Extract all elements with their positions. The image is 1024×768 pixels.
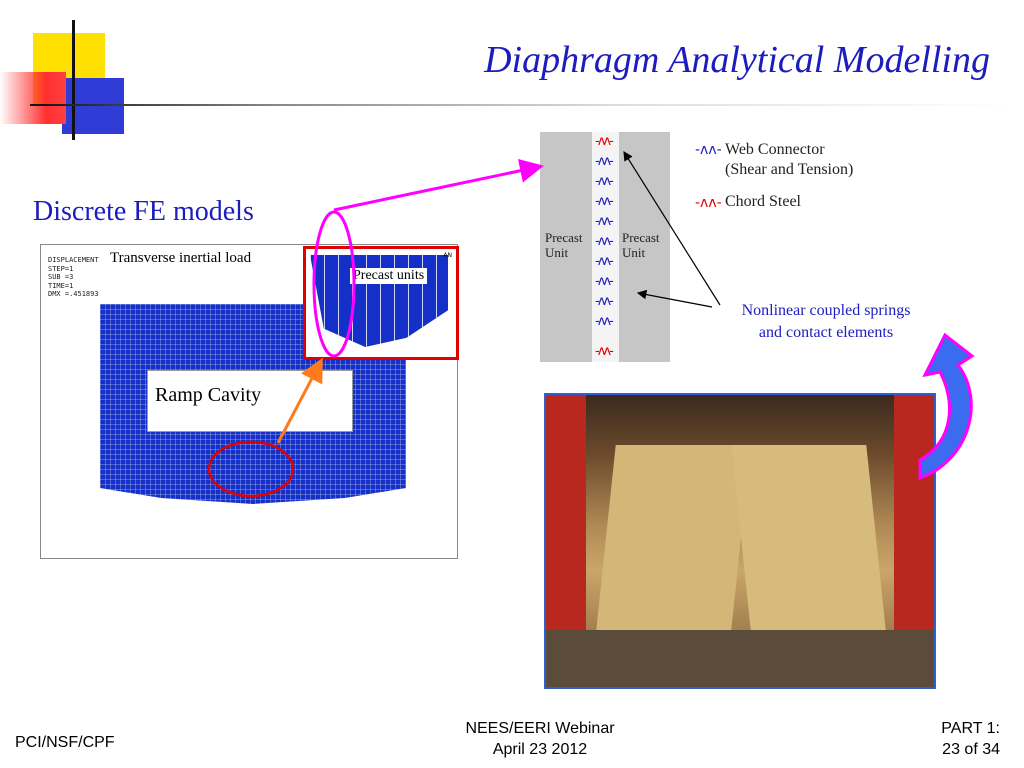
precast-unit-right-line: Precast xyxy=(622,230,660,245)
precast-unit-left-line: Unit xyxy=(545,245,569,260)
chord-steel-spring-icon: -ᴧᴧ- xyxy=(595,344,614,359)
photo-foreground xyxy=(546,630,934,687)
springs-caption-line: and contact elements xyxy=(758,324,894,341)
decor-vertical-line xyxy=(72,20,75,140)
footer-date-line: April 23 2012 xyxy=(492,741,588,758)
fe-meta-line: DISPLACEMENT xyxy=(48,256,99,264)
magenta-highlight-ellipse xyxy=(312,210,356,358)
web-connector-spring-icon: -ᴧᴧ- xyxy=(595,174,614,189)
slide-subtitle: Discrete FE models xyxy=(33,196,254,227)
web-connector-spring-icon: -ᴧᴧ- xyxy=(595,234,614,249)
fe-meta-line: DMX =.451893 xyxy=(48,290,99,298)
callout-arrow-bottom xyxy=(636,289,713,308)
precast-unit-left-line: Precast xyxy=(545,230,583,245)
web-connector-spring-icon: -ᴧᴧ- xyxy=(595,194,614,209)
specimen-photo xyxy=(544,393,936,689)
fe-meta-line: SUB =3 xyxy=(48,273,74,281)
web-connector-legend-icon: -ᴧᴧ- xyxy=(695,142,722,158)
legend-web-connector: Web Connector (Shear and Tension) xyxy=(725,140,853,180)
red-highlight-ellipse xyxy=(207,440,295,498)
footer-org: PCI/NSF/CPF xyxy=(15,734,115,751)
web-connector-spring-icon: -ᴧᴧ- xyxy=(595,274,614,289)
orange-arrow xyxy=(276,357,323,444)
precast-unit-right-line: Unit xyxy=(622,245,646,260)
web-connector-spring-icon: -ᴧᴧ- xyxy=(595,294,614,309)
precast-unit-right-label: Precast Unit xyxy=(622,230,660,260)
title-underline xyxy=(30,104,1010,106)
connector-joint xyxy=(592,132,619,362)
chord-steel-legend-icon: -ᴧᴧ- xyxy=(695,195,722,211)
legend-web-line: (Shear and Tension) xyxy=(725,161,854,178)
springs-caption: Nonlinear coupled springs and contact el… xyxy=(710,300,942,344)
footer-page: PART 1: 23 of 34 xyxy=(880,718,1000,760)
web-connector-spring-icon: -ᴧᴧ- xyxy=(595,254,614,269)
slide-title: Diaphragm Analytical Modelling xyxy=(484,39,990,81)
footer-part-line: PART 1: xyxy=(941,720,1000,737)
load-label: Transverse inertial load xyxy=(110,250,252,266)
legend-chord-steel: Chord Steel xyxy=(725,193,801,210)
magenta-arrow xyxy=(333,158,544,212)
decor-red-block xyxy=(0,72,66,124)
precast-unit-left-label: Precast Unit xyxy=(545,230,583,260)
web-connector-spring-icon: -ᴧᴧ- xyxy=(595,214,614,229)
legend-web-line: Web Connector xyxy=(725,141,825,158)
fe-meta-line: TIME=1 xyxy=(48,281,74,290)
curved-arrow-icon xyxy=(918,332,975,481)
precast-units-inset: AN xyxy=(303,246,459,360)
ramp-cavity-label: Ramp Cavity xyxy=(155,384,262,406)
springs-caption-line: Nonlinear coupled springs xyxy=(741,302,911,319)
footer-page-number: 23 of 34 xyxy=(942,741,1000,758)
callout-arrow-top xyxy=(623,150,721,306)
chord-steel-spring-icon: -ᴧᴧ- xyxy=(595,134,614,149)
inset-tag: AN xyxy=(443,252,452,259)
fe-meta-line: STEP=1 xyxy=(48,264,74,273)
precast-units-label: Precast units xyxy=(350,268,428,284)
web-connector-spring-icon: -ᴧᴧ- xyxy=(595,314,614,329)
web-connector-spring-icon: -ᴧᴧ- xyxy=(595,154,614,169)
footer-event-line: NEES/EERI Webinar xyxy=(465,720,615,737)
footer-event: NEES/EERI Webinar April 23 2012 xyxy=(440,718,640,760)
